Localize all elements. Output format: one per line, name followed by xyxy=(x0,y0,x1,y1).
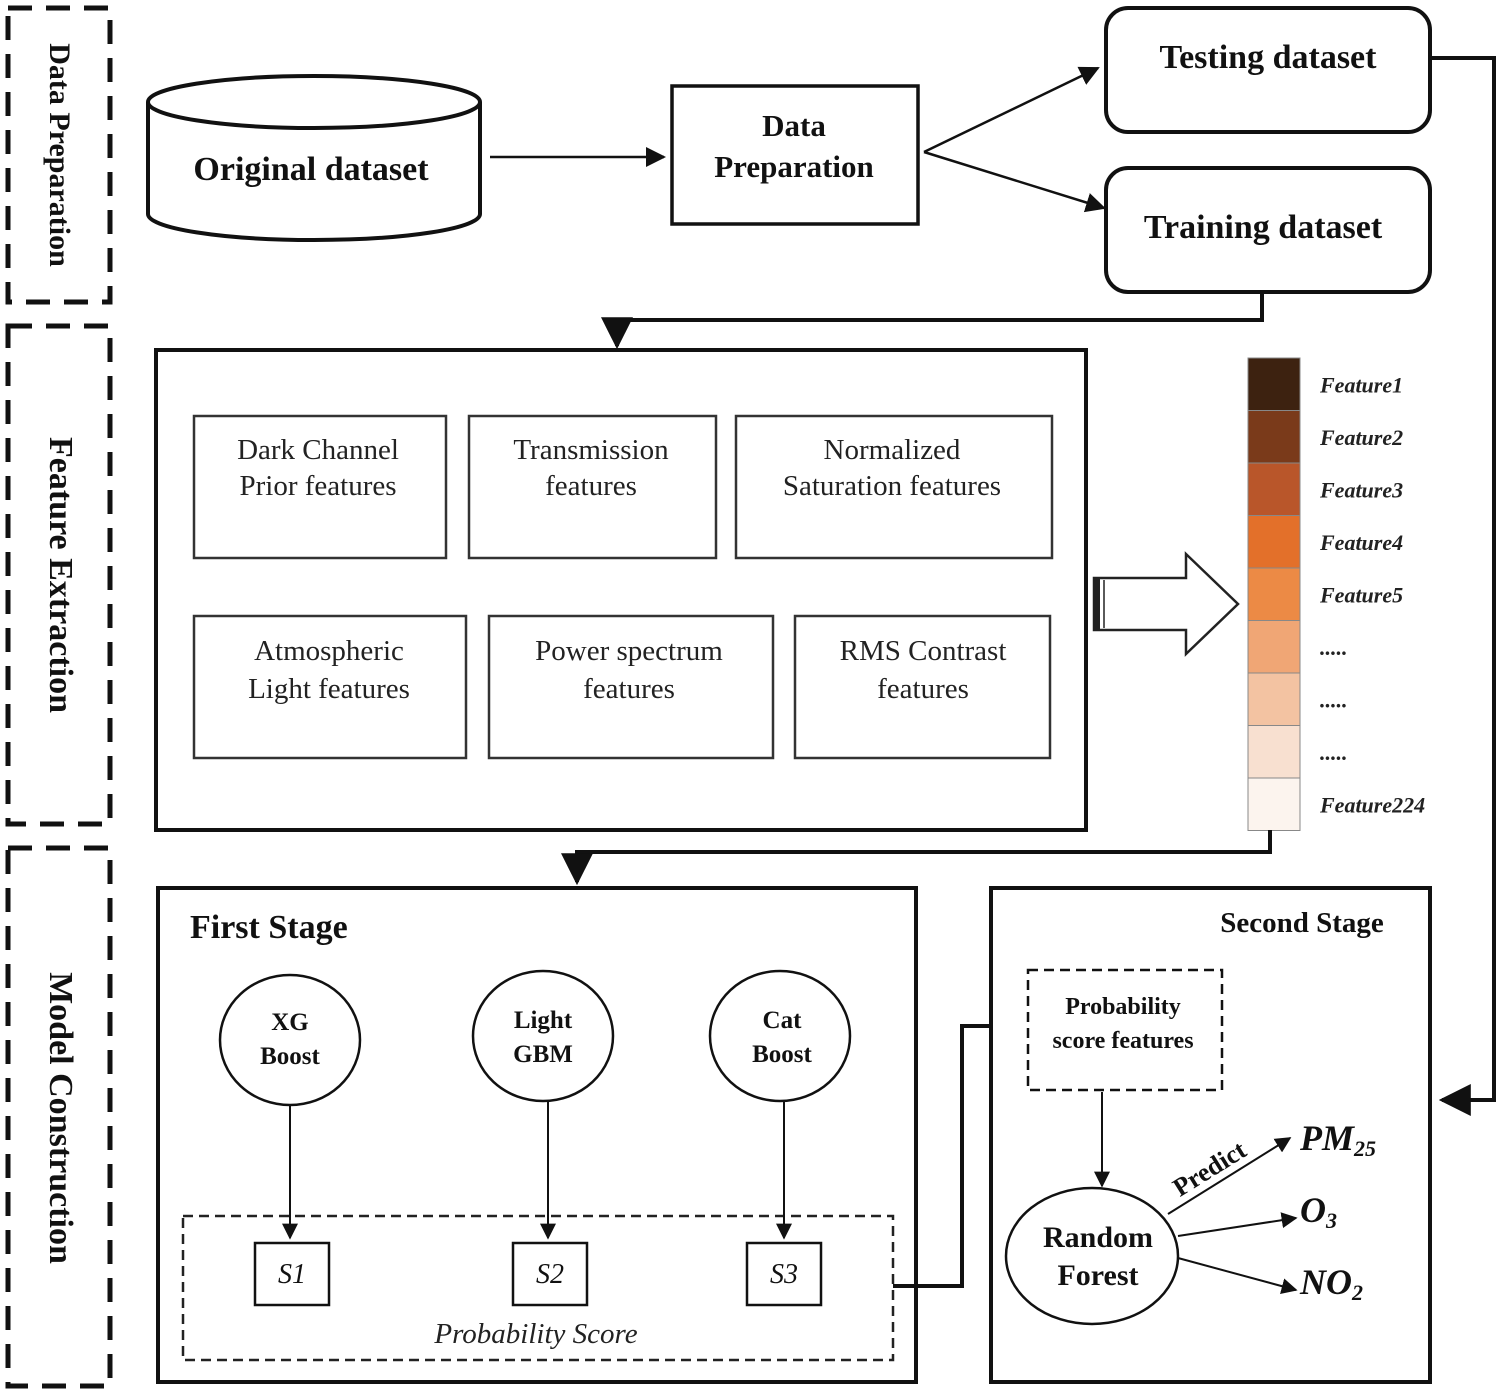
feature-box-dark-channel-line2: Prior features xyxy=(239,470,396,502)
feature-vector-label: Feature224 xyxy=(1319,792,1425,817)
model-catboost-line1: Cat xyxy=(763,1007,803,1034)
arrow-testing-to-second-stage xyxy=(1430,56,1496,1116)
feature-box-rms-contrast-line2: features xyxy=(877,673,969,705)
section-feature-extraction: Feature Extraction xyxy=(5,323,113,827)
feature-vector-cell xyxy=(1247,357,1301,411)
feature-box-transmission-line2: features xyxy=(545,470,637,502)
training-dataset-box: Training dataset xyxy=(1104,166,1432,294)
output-pm25: PM25 xyxy=(1299,1118,1376,1161)
feature-vector-label: Feature5 xyxy=(1319,582,1403,607)
data-preparation-label-line1: Data xyxy=(762,108,826,143)
probability-score-features-line2: score features xyxy=(1052,1028,1193,1054)
original-dataset-cylinder: Original dataset xyxy=(146,74,482,242)
feature-vector-label: Feature2 xyxy=(1319,425,1403,450)
hollow-arrow-to-feature-vector xyxy=(1092,551,1240,657)
model-xgboost: XG Boost xyxy=(218,973,362,1107)
feature-vector-cell xyxy=(1247,567,1301,621)
model-lightgbm: Light GBM xyxy=(471,969,615,1103)
random-forest-node: Random Forest xyxy=(1004,1186,1180,1326)
feature-box-power-spectrum-line2: features xyxy=(583,673,675,705)
model-lightgbm-line2: GBM xyxy=(513,1041,573,1068)
original-dataset-label: Original dataset xyxy=(193,151,429,188)
feature-vector-label: ..... xyxy=(1320,635,1348,660)
feature-vector-label: ..... xyxy=(1320,740,1348,765)
feature-box-rms-contrast: RMS Contrast features xyxy=(793,614,1052,760)
feature-box-transmission: Transmission features xyxy=(467,414,718,560)
arrow-predict-o3 xyxy=(1177,1212,1298,1237)
feature-box-dark-channel-line1: Dark Channel xyxy=(237,434,399,466)
probability-score-region xyxy=(181,1214,895,1362)
section-label-data-preparation: Data Preparation xyxy=(43,43,76,267)
first-stage-title: First Stage xyxy=(190,909,348,946)
arrow-predict-no2 xyxy=(1177,1257,1298,1294)
model-xgboost-line1: XG xyxy=(271,1009,309,1036)
feature-vector-label: Feature1 xyxy=(1319,372,1403,397)
section-model-construction: Model Construction xyxy=(5,845,113,1389)
training-dataset-label: Training dataset xyxy=(1144,209,1383,246)
score-s2: S2 xyxy=(511,1241,589,1307)
arrow-prep-to-training xyxy=(923,150,1106,213)
data-preparation-label-line2: Preparation xyxy=(714,149,874,184)
random-forest-line1: Random xyxy=(1043,1221,1153,1254)
probability-score-label: Probability Score xyxy=(433,1318,637,1350)
output-o3: O3 xyxy=(1300,1190,1337,1233)
section-label-feature-extraction: Feature Extraction xyxy=(42,437,79,713)
model-lightgbm-line1: Light xyxy=(514,1007,573,1034)
section-label-model-construction: Model Construction xyxy=(42,972,79,1264)
random-forest-line2: Forest xyxy=(1057,1259,1138,1292)
arrow-predict-pm25 xyxy=(1167,1137,1292,1215)
second-stage-title: Second Stage xyxy=(1220,907,1384,939)
testing-dataset-box: Testing dataset xyxy=(1104,6,1432,134)
testing-dataset-label: Testing dataset xyxy=(1160,39,1378,76)
arrow-features-to-first-stage xyxy=(561,830,1272,886)
score-s1-label: S1 xyxy=(278,1259,306,1290)
feature-vector-cell xyxy=(1247,725,1301,779)
probability-score-features-line1: Probability xyxy=(1065,994,1181,1020)
data-preparation-box: Data Preparation xyxy=(670,84,920,226)
arrow-prep-to-testing xyxy=(923,66,1100,154)
feature-vector-cell xyxy=(1247,515,1301,569)
feature-box-atmospheric-light-line1: Atmospheric xyxy=(254,635,404,667)
output-no2: NO2 xyxy=(1299,1262,1363,1305)
feature-box-normalized-saturation: Normalized Saturation features xyxy=(734,414,1054,560)
section-data-preparation: Data Preparation xyxy=(5,5,113,305)
feature-vector-label: Feature4 xyxy=(1319,530,1403,555)
feature-box-atmospheric-light: Atmospheric Light features xyxy=(192,614,468,760)
feature-box-normalized-saturation-line1: Normalized xyxy=(824,434,961,466)
feature-box-transmission-line1: Transmission xyxy=(513,434,669,466)
feature-vector-cell xyxy=(1247,672,1301,726)
score-s3-label: S3 xyxy=(770,1259,798,1290)
score-s3: S3 xyxy=(745,1241,823,1307)
model-xgboost-line2: Boost xyxy=(260,1043,320,1070)
feature-box-atmospheric-light-line2: Light features xyxy=(248,673,410,705)
model-catboost-line2: Boost xyxy=(752,1041,812,1068)
first-stage-container xyxy=(156,886,918,1384)
arrow-training-to-feature-extraction xyxy=(601,292,1264,350)
feature-box-power-spectrum: Power spectrum features xyxy=(487,614,775,760)
probability-score-features-box: Probability score features xyxy=(1026,968,1224,1092)
feature-vector-cell xyxy=(1247,620,1301,674)
feature-vector-label: Feature3 xyxy=(1319,477,1403,502)
feature-box-rms-contrast-line1: RMS Contrast xyxy=(840,635,1007,667)
model-catboost: Cat Boost xyxy=(708,969,852,1103)
score-s1: S1 xyxy=(253,1241,331,1307)
feature-vector-cell xyxy=(1247,410,1301,464)
feature-vector-cell xyxy=(1247,777,1301,831)
feature-box-normalized-saturation-line2: Saturation features xyxy=(783,470,1001,502)
feature-box-dark-channel: Dark Channel Prior features xyxy=(192,414,448,560)
feature-box-power-spectrum-line1: Power spectrum xyxy=(535,635,723,667)
feature-vector: Feature1Feature2Feature3Feature4Feature5… xyxy=(1247,357,1425,831)
feature-vector-cell xyxy=(1247,462,1301,516)
score-s2-label: S2 xyxy=(536,1259,564,1290)
feature-vector-label: ..... xyxy=(1320,687,1348,712)
